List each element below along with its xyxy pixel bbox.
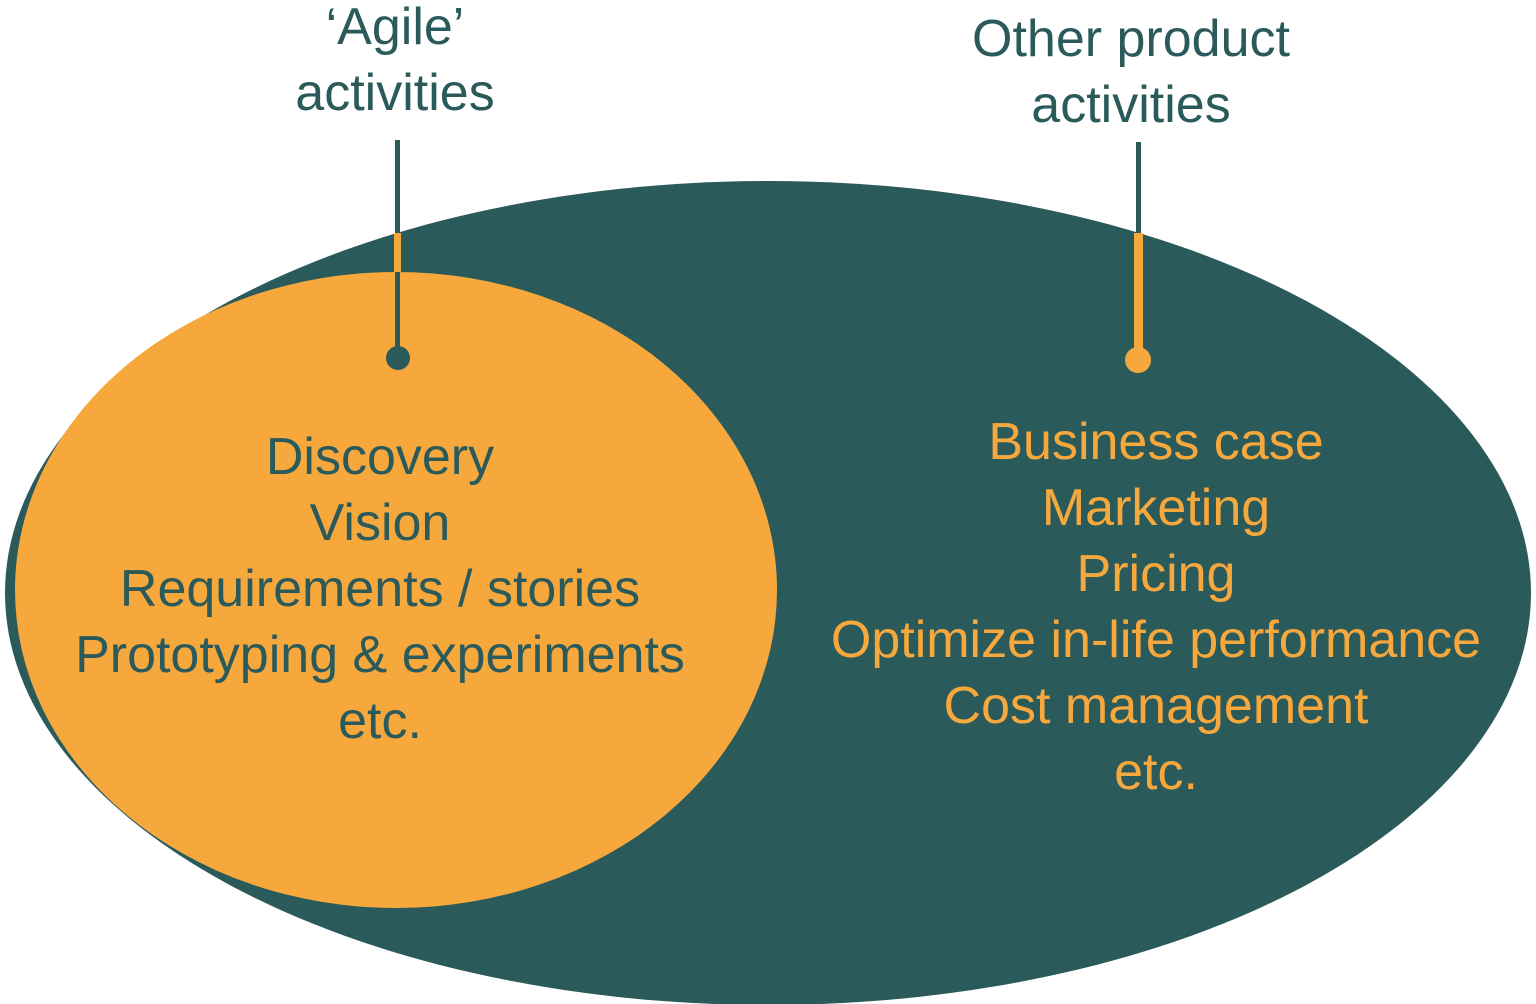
other-label-line1: Other product — [972, 10, 1290, 68]
list-item: Marketing — [1041, 479, 1271, 537]
list-item: Discovery — [265, 428, 495, 486]
list-item: etc. — [1114, 743, 1198, 801]
list-item: Prototyping & experiments — [75, 626, 685, 684]
other-label: Other product activities — [881, 6, 1381, 138]
agile-label: ‘Agile’ activities — [145, 0, 645, 126]
other-connector-dot — [1125, 347, 1151, 373]
agile-label-line1: ‘Agile’ — [325, 0, 465, 56]
agile-connector-lower-segment — [395, 272, 400, 358]
list-item: Business case — [988, 413, 1324, 471]
list-item: Requirements / stories — [119, 560, 641, 618]
agile-label-line2: activities — [295, 64, 495, 122]
agile-connector-upper-segment — [395, 140, 400, 233]
other-label-line2: activities — [1031, 76, 1231, 134]
list-item: Vision — [309, 494, 451, 552]
list-item: Cost management — [943, 677, 1369, 735]
list-item: Optimize in-life performance — [830, 611, 1482, 669]
agile-activities-ellipse — [15, 272, 777, 908]
agile-connector-dot — [386, 346, 410, 370]
other-connector-lower-segment — [1134, 233, 1143, 360]
agile-connector-middle-segment — [394, 233, 401, 272]
other-connector-upper-segment — [1136, 142, 1141, 233]
list-item: Pricing — [1076, 545, 1236, 603]
list-item: etc. — [338, 692, 422, 750]
